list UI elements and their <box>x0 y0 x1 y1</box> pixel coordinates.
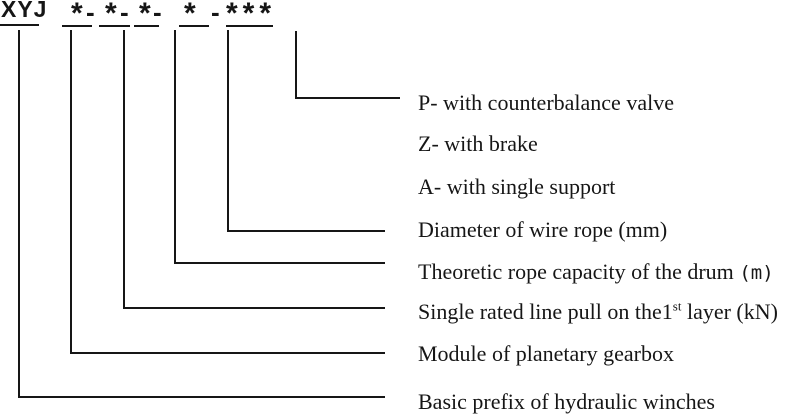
underline-star-group-1 <box>62 25 92 27</box>
connector-basic-prefix <box>18 30 385 398</box>
label-rope-diameter: Diameter of wire rope (mm) <box>418 217 668 242</box>
label-single-rated-superscript: st <box>672 298 682 314</box>
label-brake: Z- with brake <box>418 131 538 156</box>
label-module-gearbox: Module of planetary gearbox <box>418 341 674 366</box>
code-star-group-5: *** <box>226 0 277 30</box>
label-single-support: A- with single support <box>418 174 616 199</box>
code-dash-4: - <box>211 0 220 27</box>
underline-star-group-4 <box>179 25 209 27</box>
label-single-rated-pre: Single rated line pull on the1 <box>418 299 673 324</box>
label-rope-capacity: Theoretic rope capacity of the drum (m) <box>418 259 774 285</box>
label-basic-prefix: Basic prefix of hydraulic winches <box>418 389 715 414</box>
label-rope-capacity-text: Theoretic rope capacity of the drum <box>418 259 740 284</box>
connector-counterbalance <box>295 31 400 99</box>
code-star-group-2: * <box>105 0 117 30</box>
underline-star-group-3 <box>134 25 159 27</box>
code-dash-1: - <box>86 0 95 27</box>
underline-star-group-5 <box>226 25 273 27</box>
label-counterbalance-valve: P- with counterbalance valve <box>418 90 674 115</box>
connector-single-rated-pull <box>123 30 385 309</box>
code-star-group-4: * <box>184 0 196 30</box>
code-dash-3: - <box>153 0 162 27</box>
label-single-rated-pull: Single rated line pull on the1st layer (… <box>418 298 778 324</box>
code-star-group-3: * <box>139 0 151 30</box>
label-rope-capacity-unit: (m) <box>739 262 774 284</box>
connector-module-gearbox <box>70 30 385 354</box>
code-prefix: XYJ <box>1 0 48 22</box>
underline-star-group-2 <box>99 25 130 27</box>
code-dash-2: - <box>120 0 129 27</box>
connector-rope-capacity <box>174 30 385 264</box>
underline-prefix <box>0 24 39 26</box>
code-star-group-1: * <box>71 0 83 30</box>
label-single-rated-post: layer (kN) <box>681 299 778 324</box>
connector-rope-diameter <box>227 30 385 232</box>
